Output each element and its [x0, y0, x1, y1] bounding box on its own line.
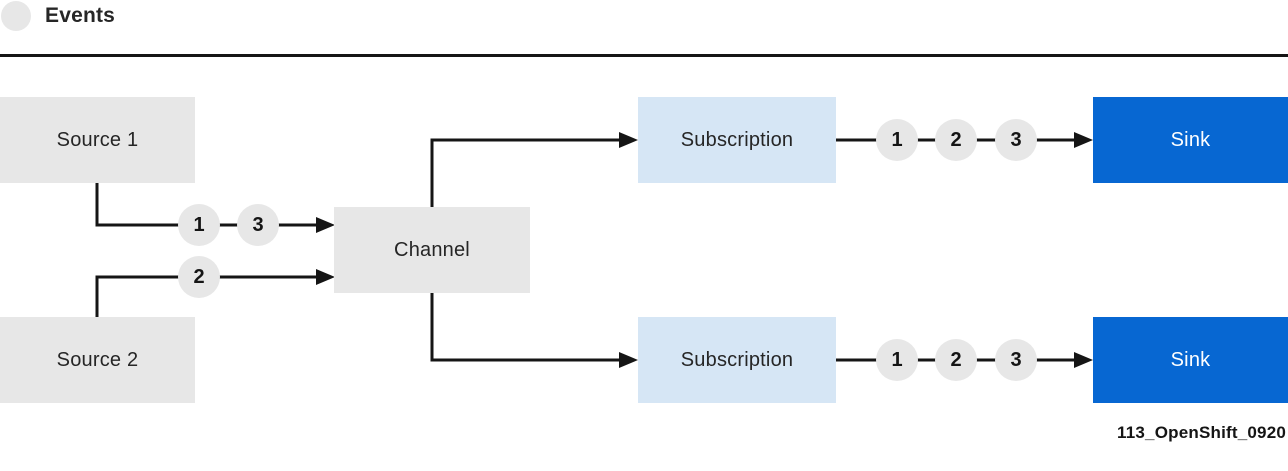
- events-legend-label: Events: [45, 4, 116, 27]
- event-circle-2: 2: [935, 119, 977, 161]
- source-2-node: Source 2: [0, 317, 195, 403]
- subscription-2-label: Subscription: [680, 348, 794, 371]
- event-circle-1: 1: [876, 339, 918, 381]
- event-circle-icon: [1, 1, 31, 31]
- channel-node: Channel: [334, 207, 530, 293]
- arrowhead-channel-to-subscription2: [619, 352, 638, 368]
- arrowhead-channel-to-subscription1: [619, 132, 638, 148]
- connector-channel-to-subscription1: [430, 138, 621, 207]
- source-2-label: Source 2: [56, 348, 139, 371]
- connector-source2-to-channel: [95, 275, 318, 317]
- event-circle-3: 3: [995, 339, 1037, 381]
- connector-channel-to-subscription2: [430, 293, 621, 362]
- legend-divider: [0, 54, 1288, 57]
- source-1-node: Source 1: [0, 97, 195, 183]
- subscription-1-label: Subscription: [680, 128, 794, 151]
- sink-1-node: Sink: [1093, 97, 1288, 183]
- sink-2-label: Sink: [1170, 348, 1211, 371]
- arrowhead-subscription1-to-sink1: [1074, 132, 1093, 148]
- subscription-2-node: Subscription: [638, 317, 836, 403]
- event-circle-3: 3: [995, 119, 1037, 161]
- source-1-label: Source 1: [56, 128, 139, 151]
- arrowhead-subscription2-to-sink2: [1074, 352, 1093, 368]
- sink-1-label: Sink: [1170, 128, 1211, 151]
- subscription-1-node: Subscription: [638, 97, 836, 183]
- sink-2-node: Sink: [1093, 317, 1288, 403]
- event-circle-1: 1: [178, 204, 220, 246]
- event-circle-2: 2: [935, 339, 977, 381]
- event-circle-3: 3: [237, 204, 279, 246]
- event-circle-1: 1: [876, 119, 918, 161]
- events-legend: Events: [1, 1, 115, 31]
- figure-id-caption: 113_OpenShift_0920: [1117, 423, 1286, 442]
- event-circle-2: 2: [178, 256, 220, 298]
- arrowhead-source2-to-channel: [316, 269, 335, 285]
- channel-label: Channel: [394, 238, 470, 261]
- arrowhead-source1-to-channel: [316, 217, 335, 233]
